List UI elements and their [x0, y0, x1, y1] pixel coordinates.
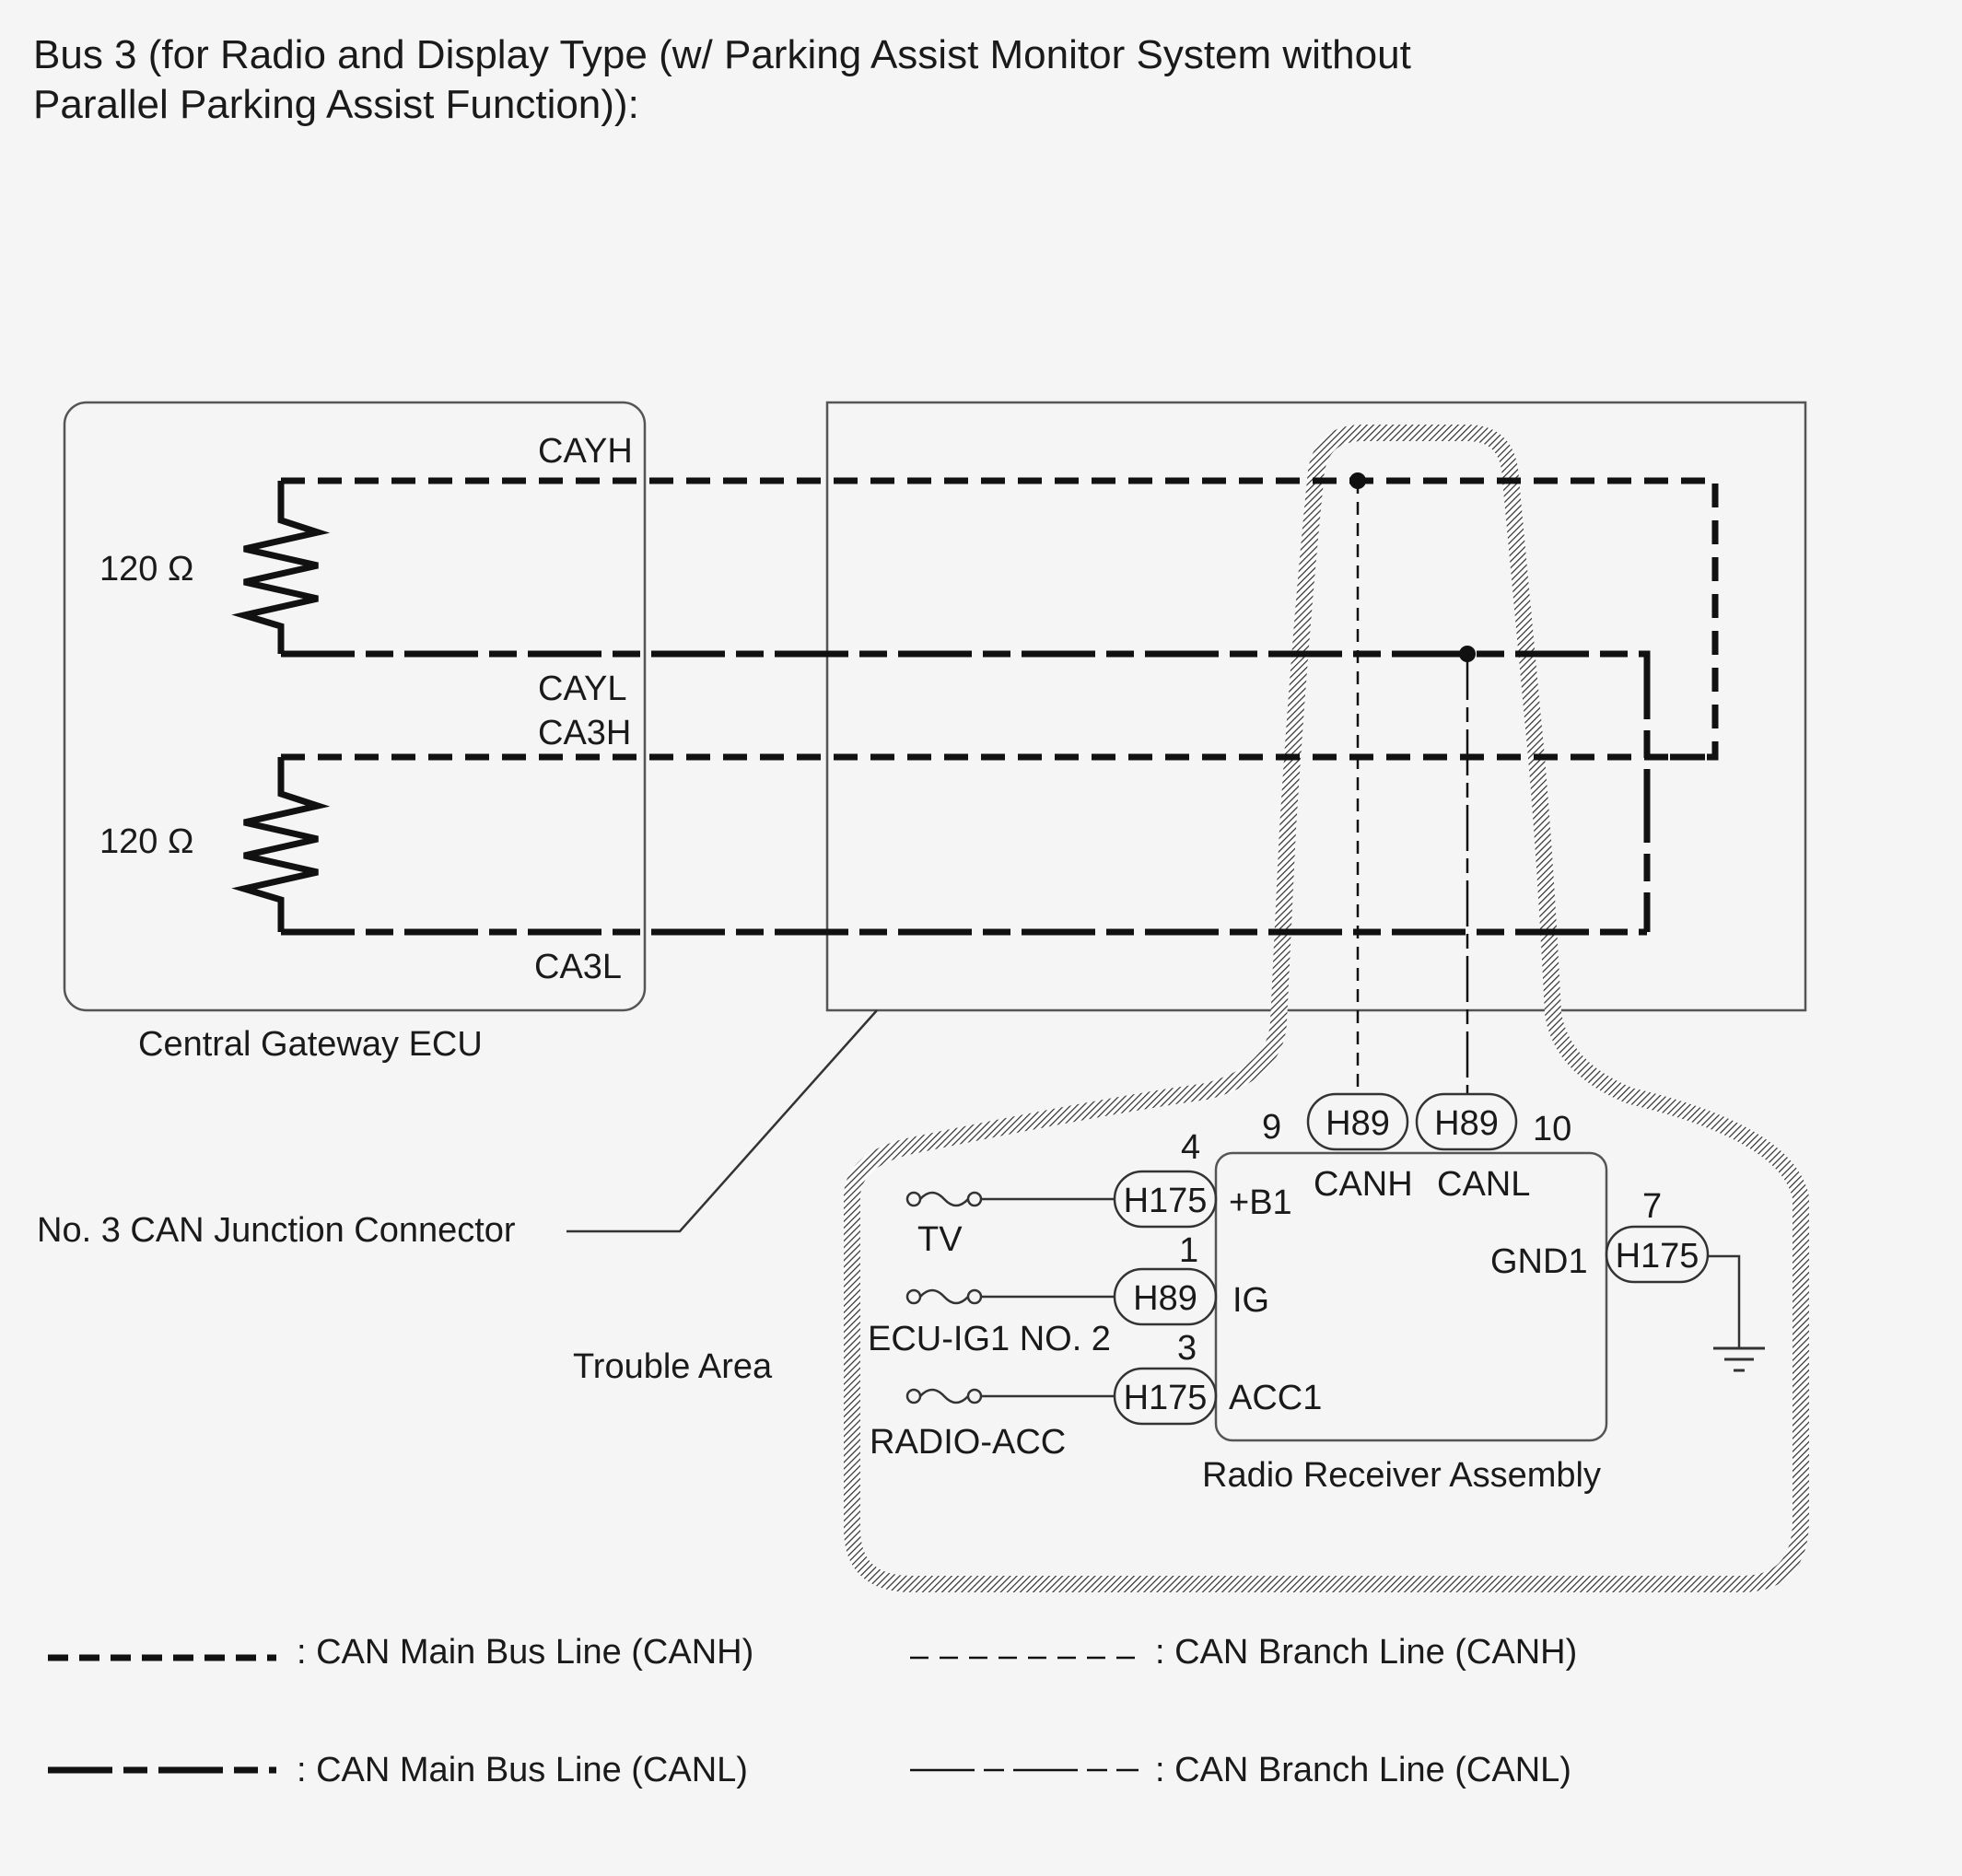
resistor-icon — [231, 481, 331, 654]
ig-pin-number: 1 — [1179, 1231, 1198, 1270]
fuse-tv-label: TV — [917, 1220, 963, 1259]
acc-connector — [1113, 1367, 1218, 1426]
cayl-label: CAYL — [538, 670, 626, 708]
canh-connector — [1306, 1092, 1409, 1151]
ground-icon — [1713, 1346, 1765, 1372]
acc-terminal-label: ACC1 — [1229, 1379, 1322, 1417]
b1-connector — [1113, 1170, 1218, 1229]
canl-connector-label: H89 — [1434, 1104, 1499, 1143]
resistor2-label: 120 Ω — [99, 822, 193, 861]
b1-connector-label: H175 — [1124, 1182, 1208, 1220]
junction-pointer-line — [566, 1009, 878, 1233]
ca3h-label: CA3H — [538, 714, 631, 752]
ig-connector — [1113, 1267, 1218, 1326]
canh-terminal-label: CANH — [1314, 1165, 1413, 1204]
acc-connector-label: H175 — [1124, 1379, 1208, 1417]
ca3l-label: CA3L — [534, 948, 622, 986]
bus-cayl-line — [281, 650, 1651, 932]
diagram-title-line2: Parallel Parking Assist Function)): — [33, 82, 639, 127]
canh-pin-number: 9 — [1262, 1108, 1281, 1147]
canl-pin-number: 10 — [1533, 1110, 1571, 1148]
ig-terminal-label: IG — [1232, 1281, 1269, 1320]
fuse-radio-acc-label: RADIO-ACC — [870, 1423, 1066, 1462]
fuse-ecu-ig1-label: ECU-IG1 NO. 2 — [868, 1320, 1111, 1358]
canl-terminal-label: CANL — [1437, 1165, 1530, 1204]
gnd-pin-number: 7 — [1642, 1187, 1662, 1226]
fuse-icon — [905, 1388, 983, 1404]
trouble-area-label: Trouble Area — [573, 1347, 773, 1386]
gateway-ecu-label: Central Gateway ECU — [138, 1025, 483, 1064]
legend-branch-canh-label: : CAN Branch Line (CANH) — [1155, 1633, 1577, 1672]
junction-connector-label: No. 3 CAN Junction Connector — [37, 1211, 516, 1250]
bus-cayh-line — [281, 477, 1719, 761]
cayh-label: CAYH — [538, 432, 633, 471]
b1-terminal-label: +B1 — [1229, 1183, 1292, 1222]
trouble-area-outline — [844, 425, 1809, 1592]
gnd-connector — [1605, 1225, 1710, 1284]
b1-pin-number: 4 — [1181, 1128, 1200, 1167]
legend-branch-canl-label: : CAN Branch Line (CANL) — [1155, 1751, 1571, 1789]
resistor-icon — [231, 757, 331, 932]
junction-connector-box — [825, 401, 1807, 1012]
canh-connector-label: H89 — [1326, 1104, 1390, 1143]
gnd-connector-label: H175 — [1616, 1237, 1699, 1276]
gnd-wire — [1708, 1254, 1741, 1348]
acc-pin-number: 3 — [1177, 1329, 1197, 1368]
canl-connector — [1415, 1092, 1518, 1151]
gateway-ecu-box — [63, 401, 647, 1012]
gnd-terminal-label: GND1 — [1490, 1242, 1588, 1281]
fuse-icon — [905, 1288, 983, 1305]
legend-main-canl-label: : CAN Main Bus Line (CANL) — [297, 1751, 748, 1789]
diagram-title-line1: Bus 3 (for Radio and Display Type (w/ Pa… — [33, 32, 1411, 77]
legend-main-canh-label: : CAN Main Bus Line (CANH) — [297, 1633, 753, 1672]
radio-receiver-label: Radio Receiver Assembly — [1202, 1456, 1601, 1495]
fuse-icon — [905, 1191, 983, 1207]
ig-connector-label: H89 — [1133, 1279, 1197, 1318]
resistor1-label: 120 Ω — [99, 550, 193, 588]
